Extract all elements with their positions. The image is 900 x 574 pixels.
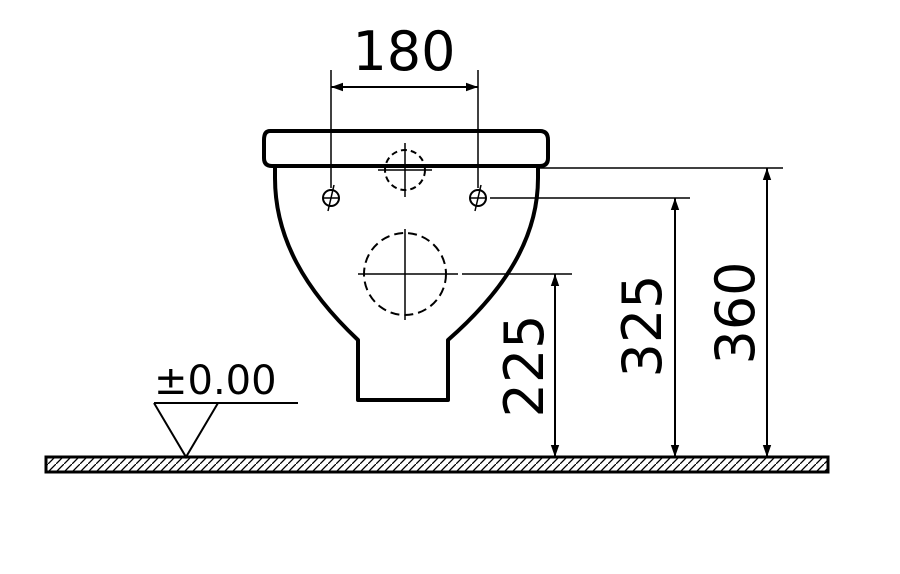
floor-level-marker: [153, 402, 298, 459]
wc-bowl: [273, 167, 540, 402]
dim-text-360: 360: [704, 261, 767, 364]
wc-seat: [262, 129, 550, 168]
extension-lines: [330, 70, 783, 275]
floor-level-label: ±0.00: [154, 358, 277, 404]
dim-text-325: 325: [611, 274, 674, 377]
hidden-features: [322, 143, 487, 320]
dimension-lines: [331, 82, 772, 457]
floor-hatch: [44, 455, 830, 474]
dim-text-180: 180: [352, 20, 455, 83]
dim-text-225: 225: [493, 314, 556, 417]
